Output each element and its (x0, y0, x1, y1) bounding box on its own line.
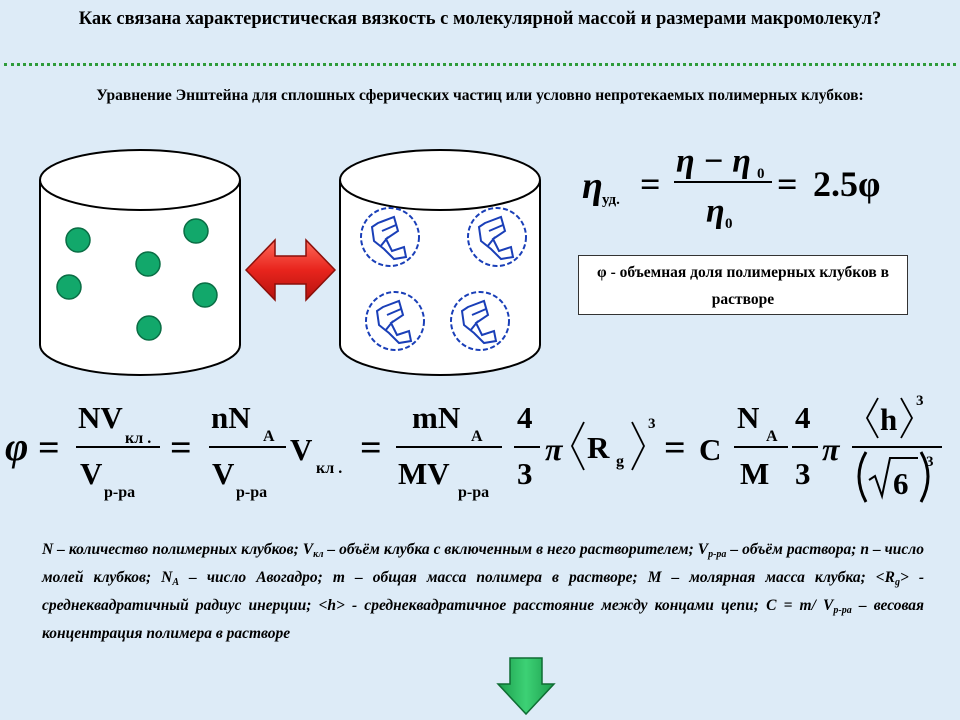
mv-term: MV (398, 456, 450, 491)
legend-subscript: р-ра (833, 605, 852, 616)
note-text: φ - объемная доля полимерных клубков в р… (597, 264, 889, 308)
pi-symbol: π (545, 431, 564, 467)
four-digit: 4 (517, 400, 533, 435)
legend-part: – объём раствора; n – число молей клубко… (42, 541, 924, 586)
n-term: N (737, 400, 759, 435)
polymer-coils (360, 207, 527, 351)
equals-sign: = (360, 427, 382, 469)
equals-sign: = (664, 427, 686, 469)
eta-symbol: η (582, 165, 603, 207)
subtitle: Уравнение Энштейна для сплошных сферичес… (96, 87, 864, 104)
kl-subscript: кл . (125, 430, 151, 447)
right-angle-bracket (631, 421, 646, 471)
c-term: C (699, 432, 721, 467)
exponent-3: 3 (926, 454, 934, 470)
legend-part: – объём клубка с включенным в него раств… (323, 541, 709, 558)
a-subscript: A (263, 428, 275, 445)
right-angle-bracket (900, 397, 914, 439)
equals-sign-2: = (777, 164, 798, 204)
kl-subscript: кл . (316, 460, 342, 477)
equals-sign: = (38, 427, 60, 469)
legend-subscript: A (172, 577, 180, 588)
eta-subscript: уд. (602, 192, 620, 208)
numerator: η − η (676, 143, 751, 180)
rra-subscript: р-ра (458, 484, 489, 501)
legend-part: N – количество полимерных клубков; V (42, 541, 314, 558)
three-digit: 3 (517, 456, 533, 491)
title-divider (4, 63, 956, 66)
pi-symbol: π (822, 431, 841, 467)
sphere-particles (56, 218, 218, 341)
legend-subscript: р-ра (708, 549, 727, 560)
three-digit: 3 (795, 456, 811, 491)
denominator-subscript: 0 (725, 216, 733, 232)
left-paren (857, 451, 868, 503)
mn-term: mN (412, 400, 460, 435)
particle (65, 227, 91, 253)
einstein-equation: η уд. = η − η 0 η 0 = 2.5φ (582, 143, 880, 232)
legend-subscript: g (894, 577, 900, 588)
vkl-term: V (290, 432, 313, 467)
legend-part: – число Авогадро; m – общая масса полиме… (179, 569, 895, 586)
page-title: Как связана характеристическая вязкость … (78, 9, 882, 29)
left-angle-bracket (865, 397, 879, 439)
particle (136, 315, 162, 341)
legend-subscript: кл (313, 549, 324, 560)
denominator: η (706, 193, 725, 230)
phi-symbol: φ (5, 424, 28, 469)
g-subscript: g (616, 453, 624, 470)
equals-sign: = (170, 427, 192, 469)
rra-subscript: р-ра (236, 484, 267, 501)
v-term: V (80, 456, 103, 491)
exponent-3: 3 (648, 416, 656, 432)
particle (183, 218, 209, 244)
note-box: φ - объемная доля полимерных клубков в р… (578, 255, 908, 315)
nn-term: nN (211, 400, 251, 435)
a-subscript: A (471, 428, 483, 445)
a-subscript: A (766, 428, 778, 445)
einstein-result: 2.5φ (813, 164, 880, 204)
numerator-subscript: 0 (757, 166, 765, 182)
polymer-coil (467, 207, 527, 267)
v-term: V (212, 456, 235, 491)
polymer-coil (450, 291, 510, 351)
m-term: M (740, 456, 769, 491)
legend-part: > - среднеквадратичный радиус инерции; <… (42, 569, 925, 614)
particle (192, 282, 218, 308)
six-digit: 6 (893, 466, 909, 501)
right-paren (919, 451, 930, 503)
legend-part: – весовая концентрация полимера в раство… (42, 597, 924, 642)
exponent-3: 3 (916, 393, 924, 409)
left-angle-bracket (570, 421, 585, 471)
polymer-coil (365, 291, 425, 351)
polymer-coil (360, 207, 420, 267)
volume-fraction-formula: φ = NV кл . V р-ра = nN A V р-ра V кл . … (5, 393, 942, 503)
nv-term: NV (78, 400, 123, 435)
h-term: h (880, 402, 897, 437)
sqrt-symbol (868, 457, 918, 500)
rra-subscript: р-ра (104, 484, 135, 501)
rg-term: R (587, 430, 610, 465)
legend-text: N – количество полимерных клубков; Vкл –… (42, 536, 924, 648)
particle (56, 274, 82, 300)
equals-sign: = (640, 164, 661, 204)
down-arrow-icon (496, 657, 556, 716)
four-digit: 4 (795, 400, 811, 435)
double-arrow-icon (244, 238, 337, 302)
particle (135, 251, 161, 277)
